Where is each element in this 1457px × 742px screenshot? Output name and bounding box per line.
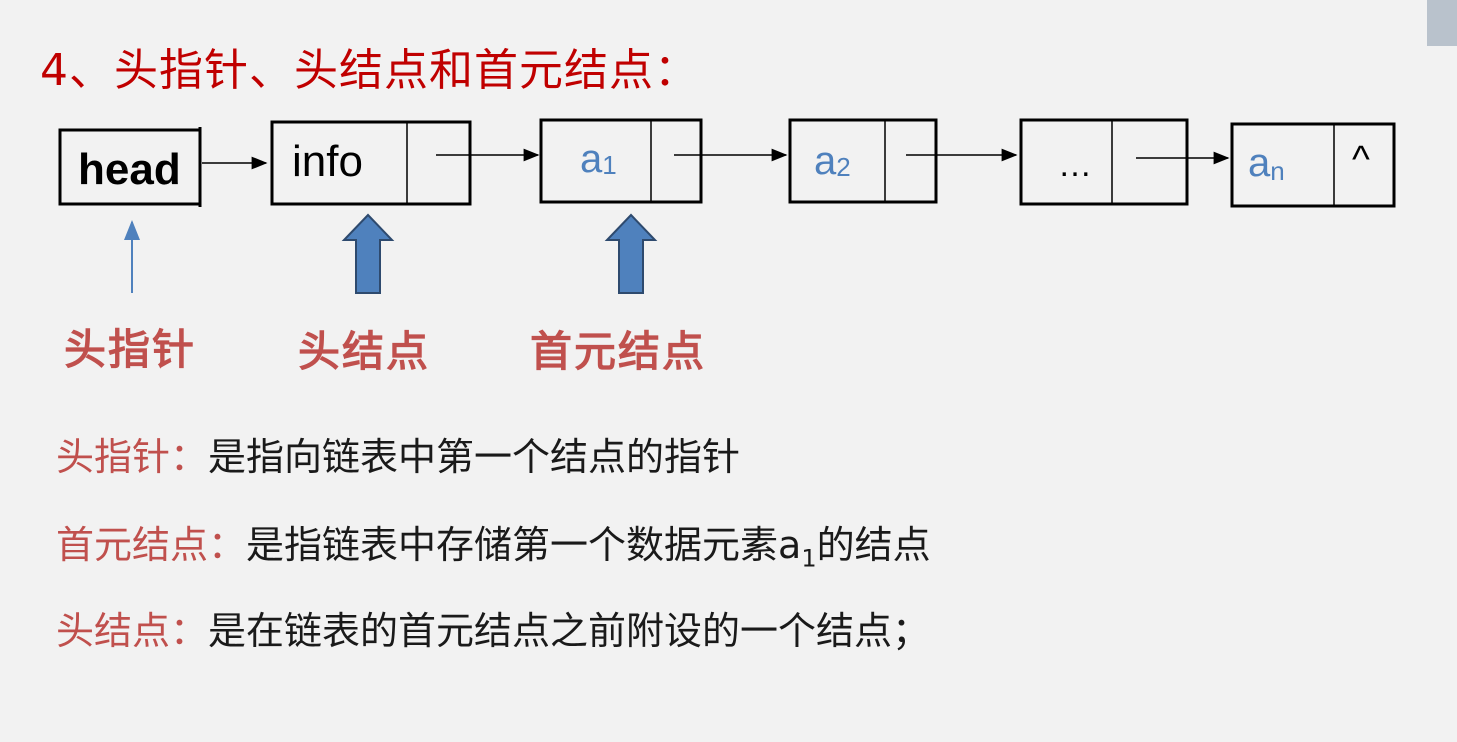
info-text: info [292, 137, 363, 186]
node-a2-sub: 2 [836, 152, 850, 182]
first-node-block-arrow [604, 213, 658, 294]
definition-term: 头结点： [56, 609, 209, 653]
definition-term: 首元结点： [56, 523, 247, 567]
definition-head-pointer: 头指针：是指向链表中第一个结点的指针 [56, 426, 740, 481]
head-pointer-box: head [58, 127, 202, 207]
head-node-block-arrow [341, 213, 395, 294]
node-ellipsis: … [1019, 118, 1189, 206]
definition-term: 头指针： [56, 435, 209, 479]
node-a1-sub: 1 [602, 150, 616, 180]
definition-head-node: 头结点：是在链表的首元结点之前附设的一个结点； [56, 600, 930, 655]
head-node-box: info [270, 120, 472, 206]
svg-text:a1: a1 [580, 137, 617, 181]
label-head-node: 头结点 [298, 327, 431, 376]
null-marker: ^ [1352, 139, 1370, 181]
node-a1: a1 [539, 118, 703, 204]
head-text: head [78, 145, 181, 194]
page-title: 4、头指针、头结点和首元结点： [40, 45, 699, 96]
svg-text:a2: a2 [814, 139, 851, 183]
node-an-sub: n [1270, 156, 1284, 186]
node-an-base: a [1248, 141, 1271, 185]
definition-first-node: 首元结点：是指链表中存储第一个数据元素a1的结点 [56, 514, 931, 573]
node-a2: a2 [788, 118, 938, 204]
window-corner [1427, 0, 1457, 46]
definition-desc: 是指链表中存储第一个数据元素a [246, 523, 802, 567]
definition-desc-after: 的结点 [816, 523, 931, 567]
svg-text:an: an [1248, 141, 1285, 186]
definition-desc: 是在链表的首元结点之前附设的一个结点； [208, 609, 931, 653]
node-an: an ^ [1230, 122, 1396, 208]
ellipsis-text: … [1058, 146, 1092, 184]
definition-desc: 是指向链表中第一个结点的指针 [208, 435, 741, 479]
definition-sub: 1 [801, 544, 817, 573]
label-head-pointer: 头指针 [64, 325, 197, 374]
node-a1-base: a [580, 137, 603, 181]
label-first-node: 首元结点 [530, 327, 707, 376]
node-a2-base: a [814, 139, 837, 183]
